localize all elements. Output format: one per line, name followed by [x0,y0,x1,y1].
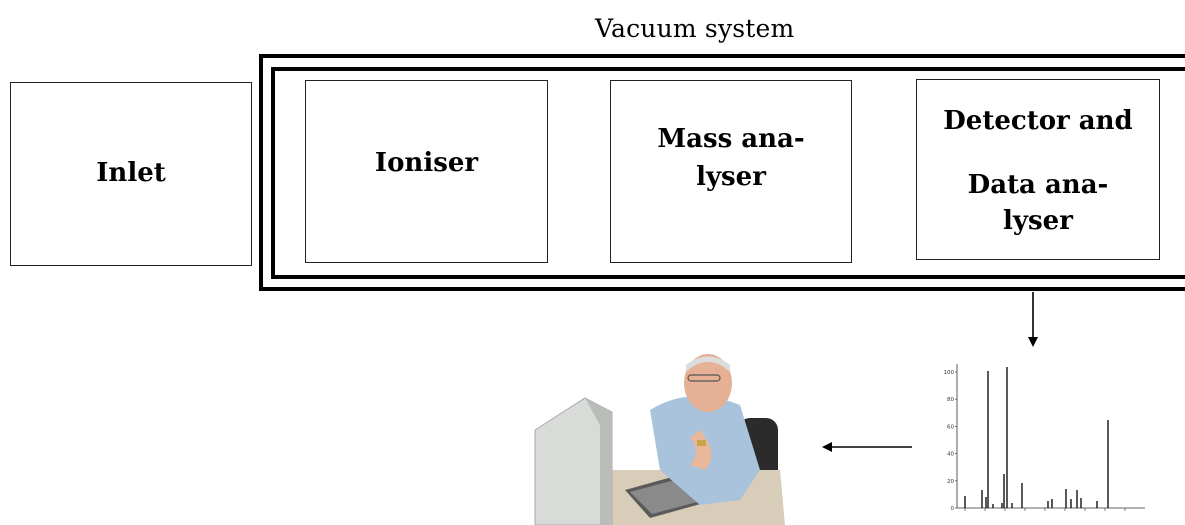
mass-analyser-box: Mass ana- lyser [610,80,852,263]
ioniser-label: Ioniser [374,148,479,178]
head-shape [684,354,732,412]
mass-analyser-label-line2: lyser [696,161,766,192]
detector-box: Detector and Data ana- lyser [916,79,1160,260]
inlet-label: Inlet [96,158,166,189]
spectrum-y-tick-label: 100 [944,370,955,376]
vacuum-system-inner-frame [271,67,1185,279]
ioniser-box: Ioniser [305,80,548,263]
person-at-computer-illustration [534,354,785,525]
detector-label-line2: Data ana- [967,169,1109,200]
detector-label-line3: lyser [1003,205,1073,236]
spectrum-y-tick-label: 0 [951,506,955,512]
diagram-title: Vacuum system [595,14,795,43]
spectrum-y-tick-label: 40 [947,452,954,458]
mass-analyser-label-line1: Mass ana- [657,124,805,154]
vacuum-system-outer-frame [259,54,1185,291]
spectrum-y-tick-label: 20 [947,479,954,485]
inlet-box: Inlet [10,82,252,266]
spectrum-y-tick-label: 80 [947,397,954,403]
detector-label: Detector and Data ana- lyser [943,108,1133,234]
mass-spectrum-thumbnail: 100 80 60 40 20 0 [944,364,1145,512]
mass-analyser-label: Mass ana- lyser [657,121,804,196]
spectrum-y-tick-label: 60 [947,424,954,430]
detector-label-line1: Detector and [943,105,1133,136]
